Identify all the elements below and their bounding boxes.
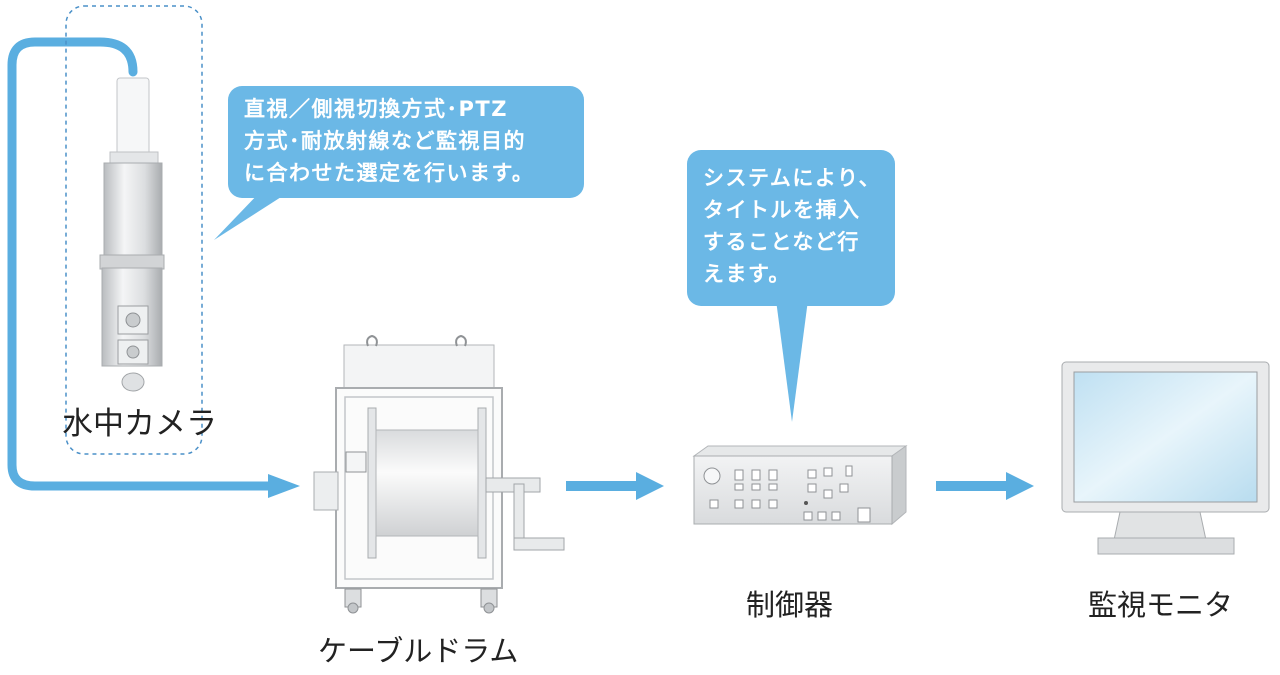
controller-bubble-line: タイトルを挿入: [703, 198, 861, 222]
arrow-controller-to-monitor: [936, 472, 1034, 500]
camera-bubble-line: 直視／側視切換方式･PTZ: [244, 97, 508, 121]
camera-bubble-line: に合わせた選定を行います。: [244, 161, 535, 185]
monitor-label: 監視モニタ: [1088, 588, 1234, 622]
arrow-drum-to-controller: [566, 472, 664, 500]
camera-dashed-frame: [65, 5, 203, 455]
camera-cable: [7, 37, 277, 491]
camera-bubble: [214, 86, 584, 240]
controller-label: 制御器: [746, 588, 834, 622]
underwater-camera-illustration: [99, 77, 165, 392]
monitor-illustration: [1061, 361, 1270, 555]
controller-bubble-line: えます。: [703, 262, 791, 286]
controller-bubble-line: システムにより、: [703, 166, 882, 190]
controller-illustration: [692, 445, 908, 526]
camera-label: 水中カメラ: [62, 406, 217, 442]
cable-drum-illustration: [313, 334, 565, 614]
controller-bubble-text: システムにより、 タイトルを挿入 することなど行 えます。: [703, 162, 881, 290]
camera-bubble-text: 直視／側視切換方式･PTZ 方式･耐放射線など監視目的 に合わせた選定を行います…: [244, 93, 534, 189]
drum-label: ケーブルドラム: [318, 634, 519, 668]
controller-bubble-line: することなど行: [703, 230, 860, 254]
controller-bubble: [687, 150, 895, 422]
cable-arrowhead: [268, 474, 300, 498]
camera-bubble-line: 方式･耐放射線など監視目的: [244, 129, 526, 153]
